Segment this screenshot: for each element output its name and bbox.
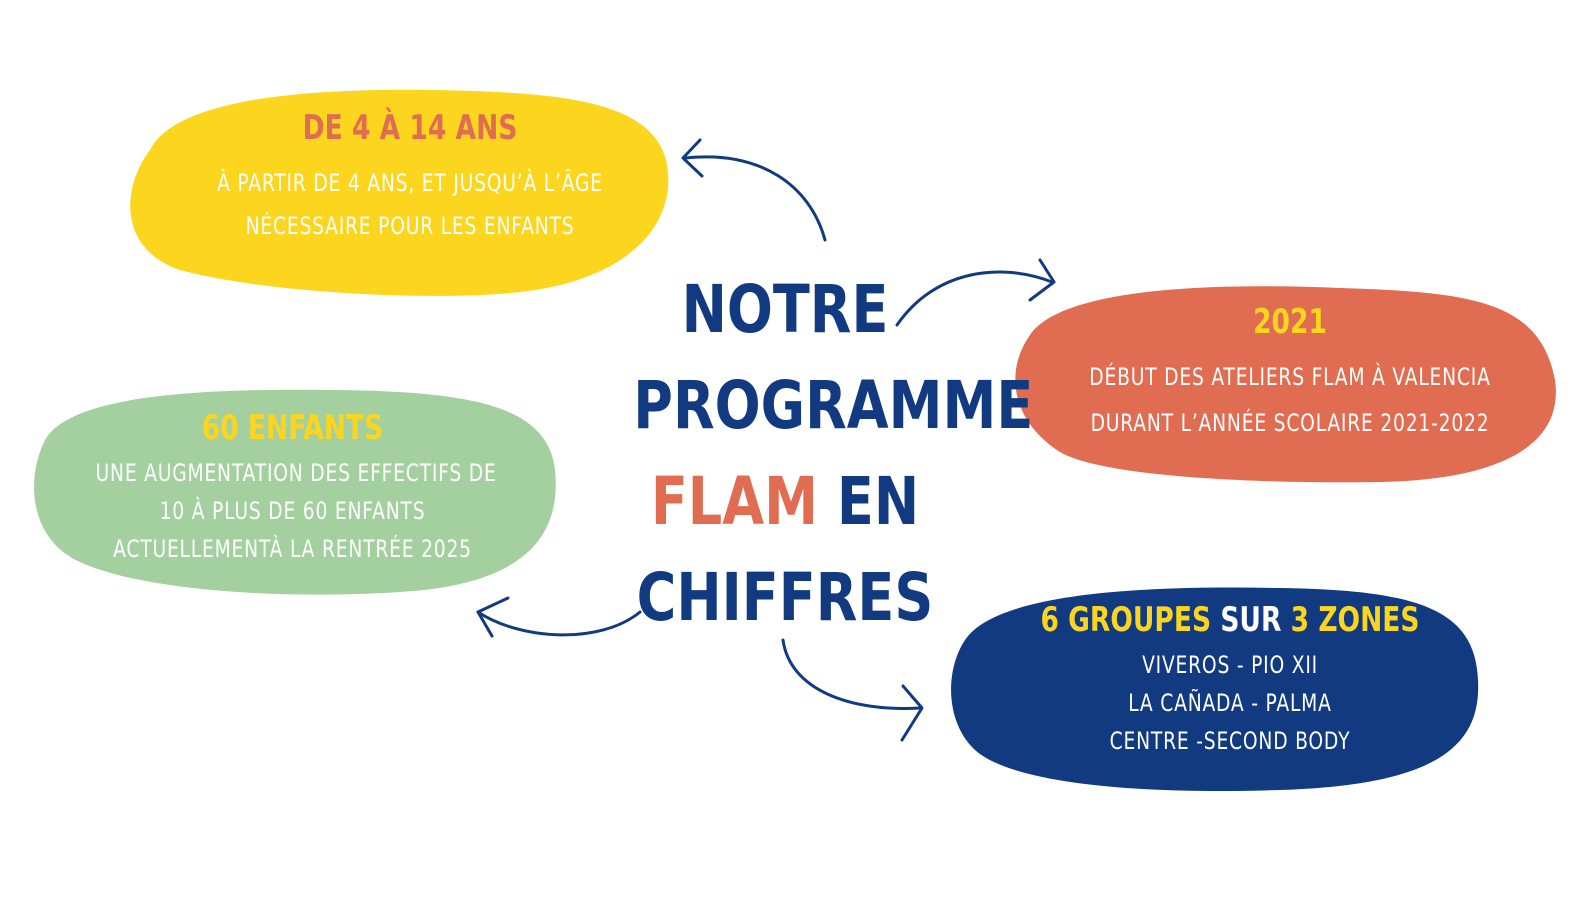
groups-card-line-3: CENTRE -SECOND BODY	[1109, 727, 1351, 755]
age-card-title: DE 4 À 14 ANS	[302, 108, 518, 148]
groups-card-title-part-2: SUR	[1220, 600, 1282, 640]
kids-card-line-1: UNE AUGMENTATION DES EFFECTIFS DE	[95, 459, 497, 487]
kids-card-line-3: ACTUELLEMENTÀ LA RENTRÉE 2025	[113, 535, 472, 563]
kids-card-line-2: 10 À PLUS DE 60 ENFANTS	[159, 497, 426, 525]
groups-card-line-2: LA CAÑADA - PALMA	[1128, 689, 1332, 717]
age-blob	[130, 89, 669, 296]
kids-card: 60 ENFANTS UNE AUGMENTATION DES EFFECTIF…	[40, 408, 545, 568]
age-card-line-1: À PARTIR DE 4 ANS, ET JUSQU’À L’ÂGE	[217, 169, 603, 197]
age-card: DE 4 À 14 ANS À PARTIR DE 4 ANS, ET JUSQ…	[160, 108, 660, 248]
kids-card-title: 60 ENFANTS	[201, 408, 384, 448]
center-title-line-3: FLAM EN	[633, 454, 936, 550]
arrow-to-year-head	[1028, 258, 1056, 302]
center-title-flam: FLAM	[650, 463, 819, 540]
age-card-line-2: NÉCESSAIRE POUR LES ENFANTS	[245, 212, 575, 240]
year-card-title: 2021	[1253, 302, 1327, 342]
groups-card: 6 GROUPES SUR 3 ZONES VIVEROS - PIO XII …	[980, 600, 1480, 760]
arrow-to-age	[683, 155, 827, 242]
groups-card-title-part-3: 3 ZONES	[1290, 600, 1420, 640]
year-card-line-1: DÉBUT DES ATELIERS FLAM À VALENCIA	[1089, 363, 1491, 391]
arrow-to-kids	[476, 610, 642, 637]
groups-card-title: 6 GROUPES SUR 3 ZONES	[1035, 600, 1425, 640]
kids-blob	[34, 389, 556, 595]
year-blob	[1015, 286, 1556, 483]
groups-blob	[951, 587, 1479, 792]
arrow-to-kids-head	[476, 596, 510, 638]
groups-card-line-1: VIVEROS - PIO XII	[1142, 651, 1318, 679]
arrow-to-age-head	[681, 138, 704, 178]
arrow-to-year	[895, 270, 1054, 327]
center-title-line-1: NOTRE	[681, 271, 889, 348]
year-card: 2021 DÉBUT DES ATELIERS FLAM À VALENCIA …	[1030, 302, 1550, 446]
center-title-line-2: PROGRAMME	[633, 367, 1034, 444]
groups-card-title-part-1: 6 GROUPES	[1040, 600, 1212, 640]
arrow-to-groups-head	[900, 684, 924, 742]
year-card-line-2: DURANT L’ANNÉE SCOLAIRE 2021-2022	[1090, 409, 1490, 437]
center-title-line-4: CHIFFRES	[636, 559, 934, 636]
center-title-en: EN	[836, 463, 920, 540]
arrow-to-groups	[781, 638, 922, 710]
center-title: NOTRE PROGRAMME FLAM EN CHIFFRES	[600, 262, 1034, 646]
